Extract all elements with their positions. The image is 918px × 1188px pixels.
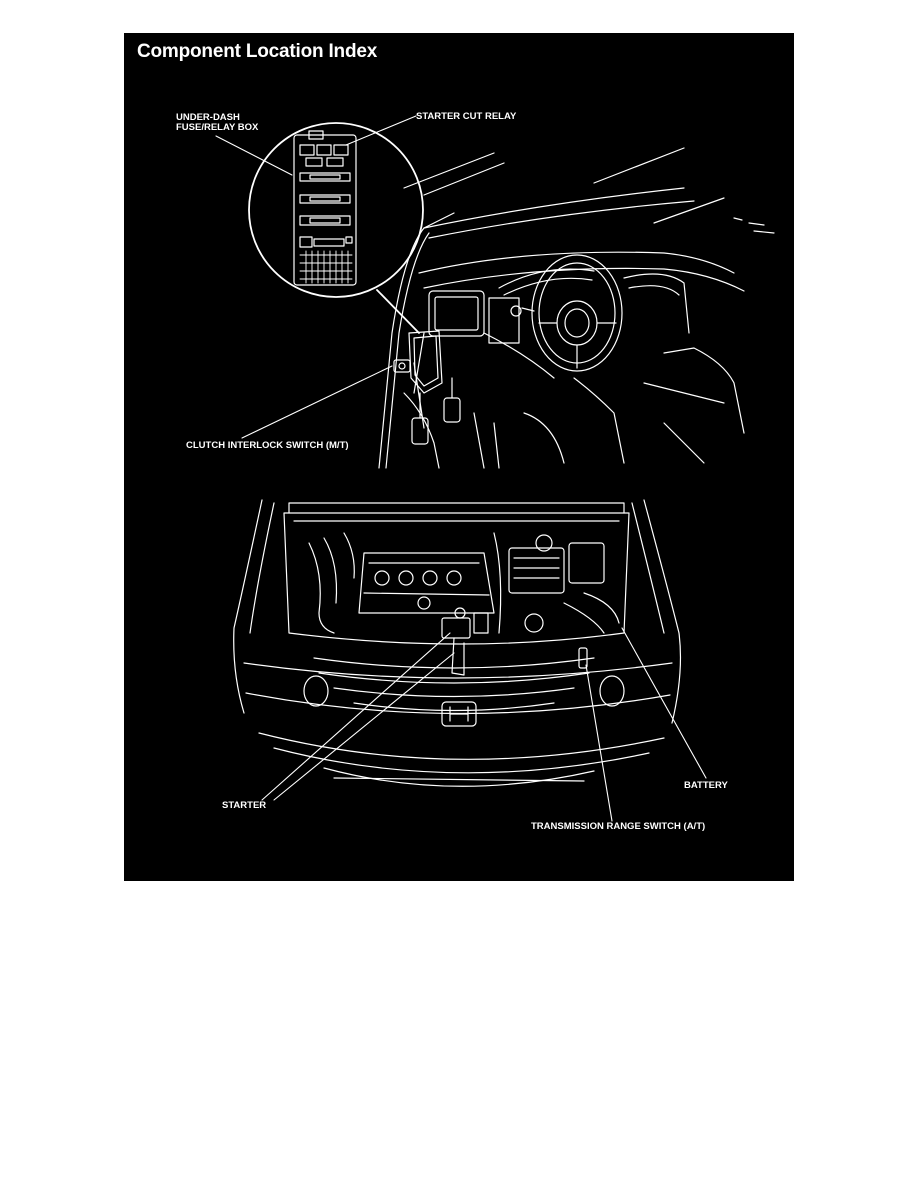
fuse-box-magnified-view: [248, 122, 424, 334]
label-under-dash-line2: FUSE/RELAY BOX: [176, 122, 259, 133]
component-illustration: [215, 115, 775, 822]
label-battery: BATTERY: [684, 780, 728, 791]
interior-dashboard-drawing: [378, 147, 775, 469]
page-title: Component Location Index: [137, 41, 378, 62]
interior-leader-lines: [215, 115, 417, 439]
label-under-dash-fuse-box: UNDER-DASH FUSE/RELAY BOX: [176, 113, 258, 133]
diagram-panel: Component Location Index: [124, 33, 794, 881]
label-under-dash-line1: UNDER-DASH: [176, 112, 240, 123]
label-clutch-interlock-switch: CLUTCH INTERLOCK SWITCH (M/T): [186, 440, 349, 451]
label-transmission-range-switch: TRANSMISSION RANGE SWITCH (A/T): [531, 821, 706, 832]
label-starter-cut-relay: STARTER CUT RELAY: [416, 111, 517, 122]
label-starter: STARTER: [222, 800, 267, 811]
engine-bay-drawing: [233, 499, 682, 787]
engine-leader-lines: [261, 627, 707, 822]
